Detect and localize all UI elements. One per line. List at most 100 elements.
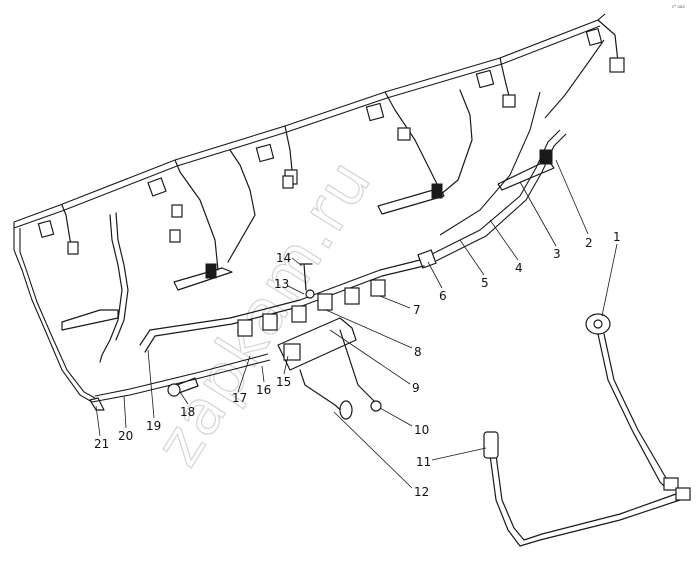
injector-pipes <box>61 19 619 363</box>
return-pipe-d <box>493 439 677 541</box>
return-pipe-a <box>597 333 669 491</box>
distribution-block-assembly <box>89 259 425 420</box>
return-fitting-b <box>675 487 691 501</box>
fitting-i <box>475 69 495 89</box>
distribution-block <box>277 317 357 371</box>
leader-16 <box>261 365 265 383</box>
bottom-return-tube-inner <box>94 353 269 397</box>
pipe-7 <box>439 89 473 196</box>
callout-3: 3 <box>553 247 561 261</box>
leader-2 <box>555 159 589 235</box>
upper-rail-tube-inner <box>13 25 601 229</box>
bolt-10-head <box>370 400 382 412</box>
callout-13: 13 <box>274 277 289 291</box>
callout-2: 2 <box>585 236 593 250</box>
callout-16: 16 <box>256 383 271 397</box>
clamp-center <box>431 183 443 199</box>
fitting-c <box>147 177 167 197</box>
clamp-right <box>539 149 553 165</box>
callout-11: 11 <box>416 455 431 469</box>
leader-lines <box>95 159 618 489</box>
callout-7: 7 <box>413 303 421 317</box>
callout-19: 19 <box>146 419 161 433</box>
leader-15 <box>283 355 289 375</box>
callout-18: 18 <box>180 405 195 419</box>
right-tube-b <box>435 133 567 262</box>
leader-6 <box>427 261 443 289</box>
callout-5: 5 <box>481 276 489 290</box>
fitting-21 <box>89 397 105 411</box>
callout-6: 6 <box>439 289 447 303</box>
leader-9 <box>329 329 411 385</box>
bracket-center <box>377 187 445 215</box>
left-vertical-tube <box>13 222 93 403</box>
fitting-g <box>365 102 385 122</box>
clamp-mid <box>205 263 217 279</box>
pipe-2 <box>99 214 123 363</box>
fitting-m <box>169 229 181 243</box>
callout-labels: 1 2 3 4 5 6 7 8 9 10 11 12 13 14 15 16 1… <box>94 230 621 499</box>
fitting-b <box>67 241 79 255</box>
callout-10: 10 <box>414 423 429 437</box>
leader-8 <box>325 309 413 349</box>
leader-18 <box>179 391 189 405</box>
fitting-n <box>282 175 294 189</box>
callout-14: 14 <box>276 251 291 265</box>
return-fitting-a <box>663 477 679 491</box>
fitting-d <box>171 204 183 218</box>
leader-4 <box>489 219 519 261</box>
callout-12: 12 <box>414 485 429 499</box>
return-pipe-c <box>487 439 681 547</box>
banjo-c <box>291 305 307 323</box>
pipe-6 <box>384 91 441 191</box>
banjo-d <box>317 293 333 311</box>
fitting-a <box>37 219 55 239</box>
leader-20 <box>123 395 127 429</box>
pipe-3 <box>174 159 219 271</box>
bolt-10 <box>339 329 376 403</box>
leader-17 <box>237 355 251 393</box>
brackets <box>61 149 555 331</box>
return-fitting-11 <box>483 431 499 459</box>
callout-21: 21 <box>94 437 109 451</box>
plug-15 <box>283 343 301 361</box>
watermark: zapkam.ru <box>141 146 386 478</box>
callout-9: 9 <box>412 381 420 395</box>
right-tube-d <box>544 39 605 119</box>
bracket-right <box>497 159 555 191</box>
leader-3 <box>519 181 557 247</box>
pipe-5 <box>284 125 293 171</box>
banjo-a <box>237 319 253 337</box>
fitting-18-head <box>167 383 181 397</box>
washer-13 <box>305 289 315 299</box>
return-line <box>483 313 691 547</box>
leader-7 <box>379 295 411 309</box>
leader-12 <box>333 411 413 489</box>
right-tube-c <box>439 91 541 236</box>
leader-1 <box>601 243 618 317</box>
fitting-l <box>609 57 625 73</box>
callout-1: 1 <box>613 230 621 244</box>
clamp-6 <box>417 249 437 269</box>
bolt-14 <box>299 263 313 291</box>
right-tube-a <box>429 129 561 256</box>
pipe-2b <box>115 212 129 341</box>
banjo-e <box>344 287 360 305</box>
leader-10 <box>379 407 413 427</box>
fitting-j <box>502 94 516 108</box>
callout-15: 15 <box>276 375 291 389</box>
eye-fitting-1-hole <box>593 319 603 329</box>
leader-13 <box>287 285 305 295</box>
leader-19 <box>147 349 155 419</box>
upper-rail-tube <box>13 13 606 223</box>
pipe-12-end <box>339 400 353 420</box>
callout-17: 17 <box>232 391 247 405</box>
banjo-b <box>262 313 278 331</box>
corner-mark: s* aaa <box>672 4 685 9</box>
banjo-f <box>370 279 386 297</box>
injector-fittings <box>37 27 625 255</box>
pipe-9 <box>597 19 619 63</box>
pipe-8 <box>499 57 511 101</box>
bracket-mid <box>173 267 233 291</box>
leader-14 <box>291 257 303 267</box>
